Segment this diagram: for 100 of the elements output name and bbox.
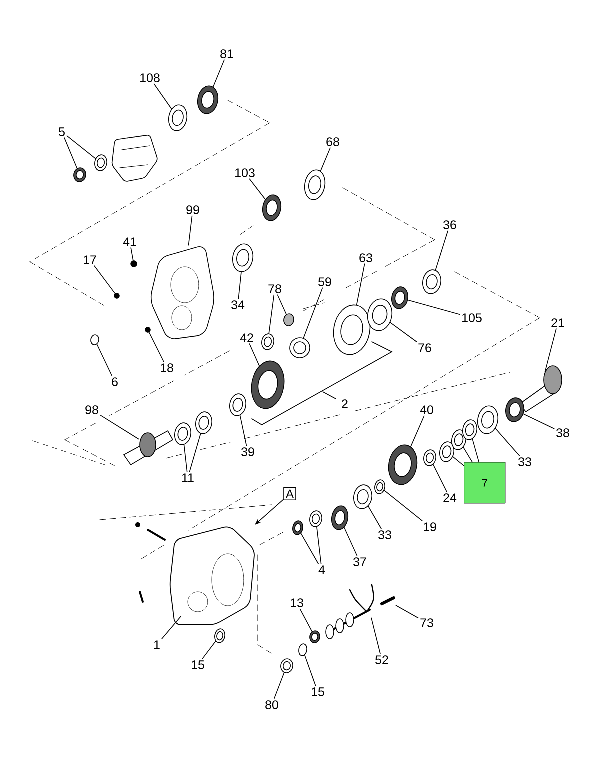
bearing [262, 194, 282, 222]
leader-line [64, 138, 78, 169]
callout-number: 15 [312, 688, 324, 696]
callout-number: 40 [420, 406, 434, 414]
leader-line [96, 344, 112, 376]
bearing-race [304, 170, 326, 200]
gear [388, 444, 418, 486]
leader-line [356, 264, 366, 306]
callout-number: 4 [318, 566, 326, 574]
leader-line [410, 416, 425, 448]
callout-number: 63 [360, 254, 372, 262]
pin [114, 293, 120, 299]
o-ring [298, 644, 308, 656]
spacer [424, 450, 436, 466]
pinion-gear [284, 314, 294, 326]
callout-number: 37 [354, 558, 366, 566]
leader-line [304, 654, 316, 686]
leader-line [66, 136, 96, 160]
bearing-race [354, 484, 372, 510]
plug [280, 658, 294, 674]
leader-line [277, 294, 287, 315]
callout-number: 105 [462, 314, 482, 322]
o-ring [214, 628, 226, 644]
washer [310, 510, 322, 528]
bearing-race [477, 406, 499, 434]
side-gear [262, 334, 274, 350]
leader-line [320, 148, 331, 172]
leader-line [316, 526, 322, 564]
leader-line [249, 344, 260, 366]
shim [462, 420, 478, 440]
arrow [255, 499, 284, 525]
callout-number: 34 [232, 300, 245, 310]
housing-drawing [170, 526, 255, 626]
callout-number: 17 [84, 256, 96, 264]
bearing [506, 398, 524, 422]
callout-number: 103 [236, 168, 255, 178]
nut [310, 630, 320, 644]
pin [145, 327, 151, 333]
spider-gear [290, 338, 310, 358]
callout-number: 52 [376, 656, 388, 664]
seal [168, 104, 188, 132]
shift-fork-drawing [349, 584, 374, 613]
view-label-box: A [284, 487, 296, 501]
callout-number: 6 [112, 378, 118, 386]
leader-line [384, 490, 423, 522]
callout-number: 108 [140, 74, 160, 82]
cover-drawing [150, 246, 214, 340]
leader-line [368, 506, 382, 530]
callout-number: 41 [123, 238, 136, 246]
bearing [197, 86, 219, 114]
leader-line [495, 428, 520, 456]
leader-line [189, 434, 202, 472]
callout-number: 73 [420, 618, 434, 628]
nut [74, 168, 86, 182]
callout-number: 11 [182, 474, 194, 482]
callout-number: 1 [154, 640, 160, 650]
leader-line [452, 456, 465, 467]
leader-line [390, 322, 418, 342]
leader-line [300, 533, 319, 564]
gear [367, 298, 393, 332]
callout-number: 19 [424, 522, 436, 532]
leader-line [154, 84, 172, 110]
leader-line [344, 527, 358, 556]
callout-number: 81 [220, 50, 234, 58]
leader-line [212, 60, 225, 88]
leader-line [268, 294, 275, 334]
leader-line [184, 444, 188, 472]
callout-number: 99 [186, 206, 200, 214]
callout-number: 15 [192, 660, 204, 670]
leader-line [396, 605, 419, 619]
leader-line [202, 641, 216, 660]
leader-line [435, 230, 448, 271]
snap-ring [230, 394, 246, 416]
highlight-box: 7 [464, 462, 506, 504]
callout-number: 42 [240, 334, 254, 342]
nut [292, 520, 304, 536]
leader-line [94, 266, 116, 294]
ring [174, 422, 192, 446]
leader-line [303, 288, 324, 339]
callout-number: 80 [266, 700, 278, 710]
callout-number: 78 [268, 284, 282, 294]
leader-line [463, 447, 473, 463]
leader-line [523, 414, 555, 430]
leader-line [240, 415, 248, 446]
gear [251, 360, 285, 410]
callout-number: 98 [86, 406, 98, 414]
bearing [392, 286, 408, 310]
leader-line [188, 216, 193, 246]
callout-number: 76 [418, 344, 432, 352]
callout-number: 33 [518, 458, 532, 466]
leader-line [432, 464, 448, 492]
callout-number: 2 [342, 400, 348, 408]
leader-line [100, 415, 140, 440]
bearing-race [422, 270, 442, 294]
callout-number: 39 [242, 448, 254, 456]
leader-line [249, 178, 266, 200]
leader-line [162, 616, 182, 640]
leader-line [130, 248, 134, 262]
leader-line [371, 618, 381, 654]
washer [94, 154, 108, 172]
